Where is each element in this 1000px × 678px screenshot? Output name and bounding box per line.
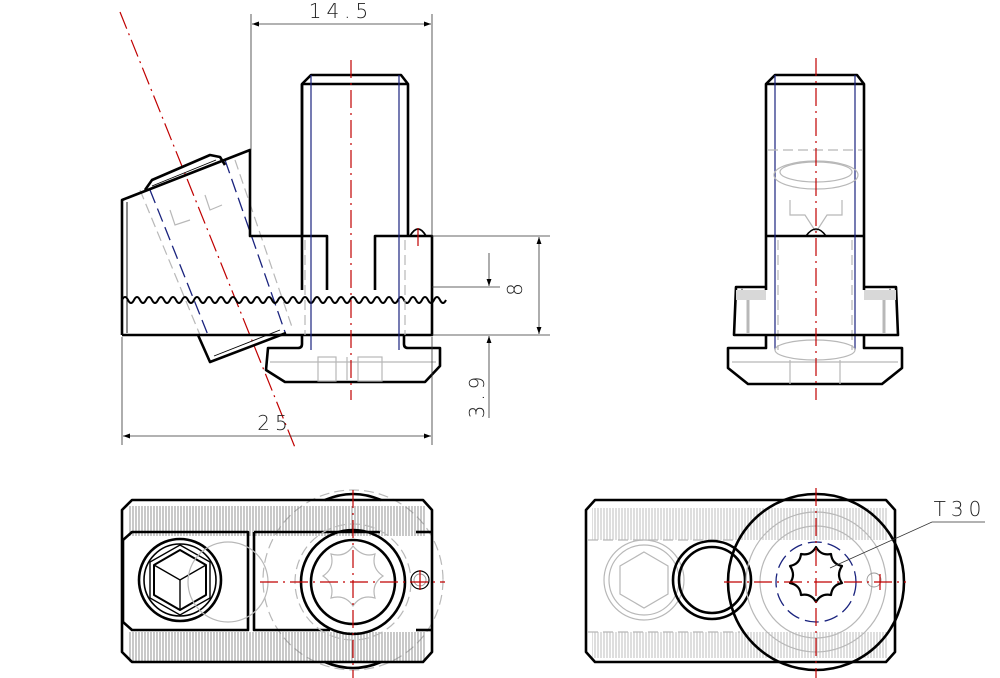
top-left-pocket (121, 530, 250, 632)
side-detent-nub (805, 228, 827, 237)
hex-socket-outer (137, 537, 223, 623)
t30-leader (829, 521, 985, 569)
dim-overall-width: 25 (257, 411, 292, 435)
dim-top-width: 14.5 (309, 0, 374, 23)
bolt-head (264, 335, 442, 384)
bottom-view: T30 (584, 488, 987, 678)
front-view (119, 11, 447, 451)
body-outline-right (122, 234, 434, 337)
torx-star-icon (321, 544, 385, 608)
break-line (121, 296, 447, 304)
bottom-ring-outer (671, 539, 753, 621)
side-bolt-head (726, 335, 904, 386)
drive-callout: T30 (934, 497, 987, 521)
dim-height: 8 (503, 278, 527, 296)
top-mid-pocket (252, 530, 380, 632)
dimensions: 14.5 25 8 3.9 (121, 0, 550, 445)
head-edge-bottom (324, 660, 382, 670)
angled-bore (139, 159, 294, 336)
angled-centerline (119, 11, 297, 451)
top-view (120, 489, 445, 678)
dim-head-offset: 3.9 (465, 372, 489, 419)
angled-bore-bottom (196, 331, 287, 364)
angled-bore-cap (143, 153, 227, 191)
bottom-body-outline (584, 498, 897, 664)
side-view (726, 58, 904, 400)
bottom-ring-inner (677, 545, 747, 615)
body-outline-left (120, 148, 329, 335)
bolt-shaft (300, 73, 410, 290)
